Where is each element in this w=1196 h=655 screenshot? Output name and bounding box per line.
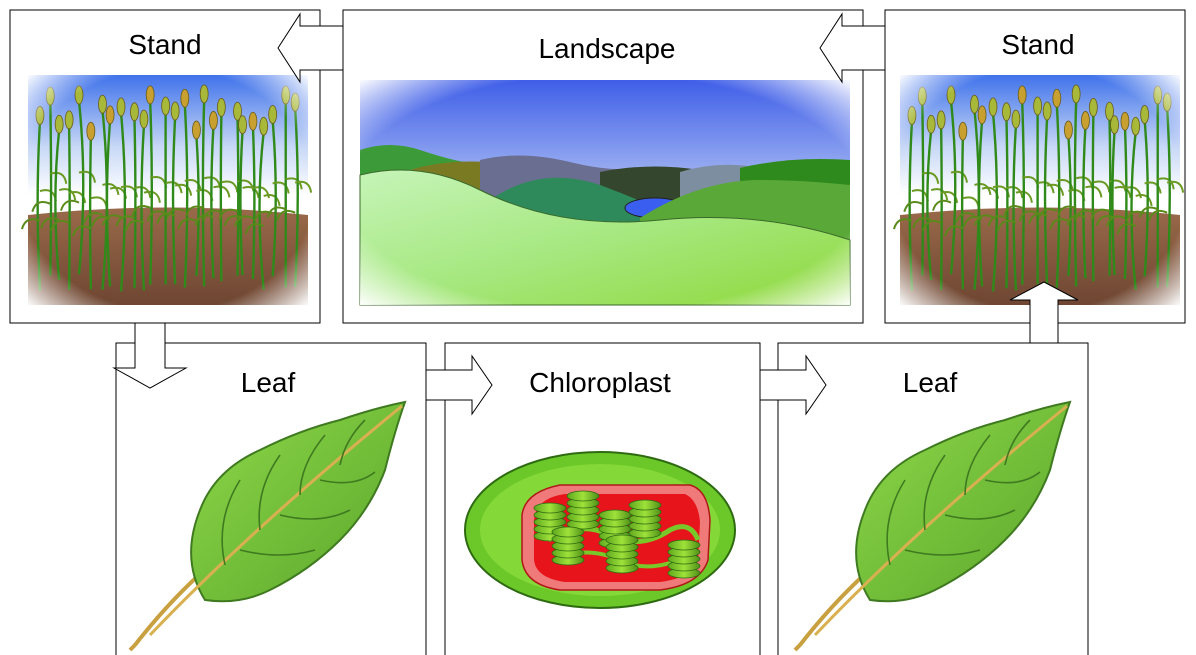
stand-panel-left: Stand (10, 10, 320, 323)
landscape-panel: Landscape (343, 10, 863, 323)
chloroplast-illustration (465, 452, 735, 608)
stand-left-title: Stand (128, 29, 201, 60)
landscape-illustration (360, 80, 850, 305)
chloroplast-panel: Chloroplast (445, 343, 760, 655)
crop-stand-illustration-left (22, 75, 311, 305)
landscape-title: Landscape (538, 33, 675, 64)
leaf-panel-right: Leaf (778, 343, 1088, 655)
stand-panel-right: Stand (885, 10, 1185, 323)
leaf-panel-left: Leaf (116, 343, 426, 655)
stand-right-title: Stand (1001, 29, 1074, 60)
leaf-right-title: Leaf (903, 367, 958, 398)
chloroplast-title: Chloroplast (529, 367, 671, 398)
crop-stand-illustration-right (894, 75, 1183, 305)
leaf-left-title: Leaf (241, 367, 296, 398)
